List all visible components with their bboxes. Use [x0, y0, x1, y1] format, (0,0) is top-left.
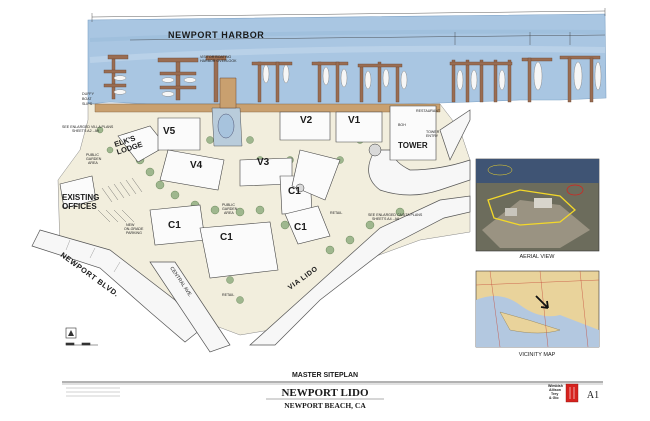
aerial-view-caption: AERIAL VIEW — [520, 254, 556, 260]
pool-features — [211, 77, 382, 193]
villa-v4 — [159, 149, 225, 191]
visitor-overlook-label: VISITOR BOATING HARBOR OVERLOOK — [200, 55, 237, 63]
scale-bar — [65, 342, 98, 346]
casita-c1-center — [199, 221, 279, 279]
unit-v1-label: V1 — [348, 115, 361, 126]
plan-title: MASTER SITEPLAN — [292, 372, 358, 379]
restaurant-label: RESTAURANT — [416, 109, 441, 113]
north-arrow-icon — [65, 327, 77, 339]
firm-name: Wimbish Allison Trey & Gio — [548, 384, 564, 400]
retail-label-left: RETAIL — [222, 293, 234, 297]
villa-v1 — [335, 111, 383, 143]
newport-blvd-markings — [65, 239, 121, 273]
title-block: MASTER SITEPLAN Newport Lido Newport Bea… — [62, 372, 603, 410]
parking-stripes — [97, 177, 143, 223]
unit-labels: V5 V4 V3 V2 V1 C1 C1 C1 C1 — [163, 115, 361, 243]
unit-c1-right-upper-label: C1 — [288, 186, 301, 197]
parking-label: NEW ON-GRADE PARKING — [124, 223, 144, 235]
project-name: Newport Lido — [281, 387, 369, 399]
firm-logo — [565, 383, 579, 403]
vicinity-map-panel — [475, 270, 600, 348]
casita-c1-right-lower — [284, 205, 331, 245]
sheet-number: A1 — [587, 390, 599, 401]
tower-entry-label: TOWER ENTRY — [426, 130, 440, 138]
villa-v5 — [157, 117, 201, 151]
harbor-label: NEWPORT HARBOR — [168, 30, 264, 40]
existing-offices-building — [59, 175, 97, 209]
tower-label: TOWER — [398, 141, 428, 150]
retail-label-right: RETAIL — [330, 211, 342, 215]
aerial-view-panel — [475, 158, 600, 252]
duffy-label: DUFFY BOAT SLIPS — [82, 92, 95, 106]
unit-v4-label: V4 — [190, 160, 203, 171]
moored-boats — [113, 61, 602, 97]
project-location: Newport Beach, CA — [284, 401, 366, 410]
unit-v2-label: V2 — [300, 115, 313, 126]
villa-plans-note: SEE ENLARGED VILLA PLANS SHEETS A2 - A9 — [62, 125, 114, 133]
boat-docks — [103, 54, 601, 103]
boh-label: BOH — [398, 123, 406, 127]
unit-c1-left-label: C1 — [168, 220, 181, 231]
buildings — [59, 105, 437, 279]
casita-plans-note: SEE ENLARGED CASITA PLANS SHEETS A4 - A8 — [368, 213, 423, 221]
harbor-boardwalk — [94, 103, 441, 113]
vicinity-map-caption: VICINITY MAP — [519, 352, 556, 358]
dimension-lines — [91, 8, 606, 45]
existing-offices-label: EXISTING OFFICES — [62, 193, 102, 211]
villa-v2 — [279, 111, 331, 141]
unit-c1-center-label: C1 — [220, 232, 233, 243]
public-garden-left-label: PUBLIC GARDEN AREA — [86, 153, 102, 165]
restaurant-tower-building — [389, 105, 437, 161]
unit-c1-right-lower-label: C1 — [294, 222, 307, 233]
project-info-lines — [66, 387, 120, 397]
unit-v3-label: V3 — [257, 157, 270, 168]
unit-v5-label: V5 — [163, 126, 176, 137]
public-garden-center-label: PUBLIC GARDEN AREA — [222, 203, 238, 215]
roads — [31, 109, 471, 353]
